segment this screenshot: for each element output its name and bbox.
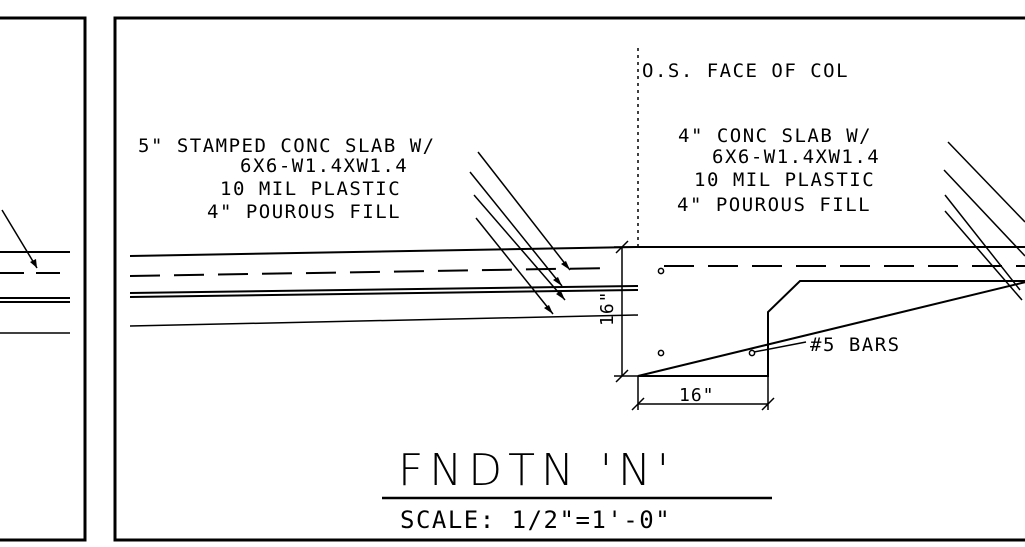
dim-height-label: 16"	[597, 290, 618, 326]
left-note-line-2: 6X6-W1.4XW1.4	[240, 155, 408, 177]
detail-scale: SCALE: 1/2"=1'-0"	[400, 506, 671, 534]
left-note-line-1: 5" STAMPED CONC SLAB W/	[138, 135, 436, 157]
face-of-col-note: O.S. FACE OF COL	[642, 60, 849, 82]
detail-frame	[113, 16, 1025, 542]
right-note-line-3: 10 MIL PLASTIC	[694, 169, 875, 191]
dim-width-label: 16"	[679, 385, 715, 406]
height-dimension: 16"	[597, 240, 638, 383]
footing-outline	[637, 246, 1025, 377]
left-note-line-4: 4" POUROUS FILL	[207, 201, 401, 223]
right-leaders	[943, 141, 1025, 301]
left-leaders	[469, 151, 571, 315]
bars-note: #5 BARS	[810, 334, 901, 356]
left-note-line-3: 10 MIL PLASTIC	[220, 178, 401, 200]
right-note-line-2: 6X6-W1.4XW1.4	[712, 146, 880, 168]
detail-title: FNDTN 'N'	[398, 445, 675, 496]
right-note-line-1: 4" CONC SLAB W/	[678, 125, 872, 147]
right-note-line-4: 4" POUROUS FILL	[677, 194, 871, 216]
rebar-dots	[657, 267, 756, 357]
adjacent-detail-frame	[0, 16, 87, 542]
width-dimension: 16"	[631, 376, 775, 411]
